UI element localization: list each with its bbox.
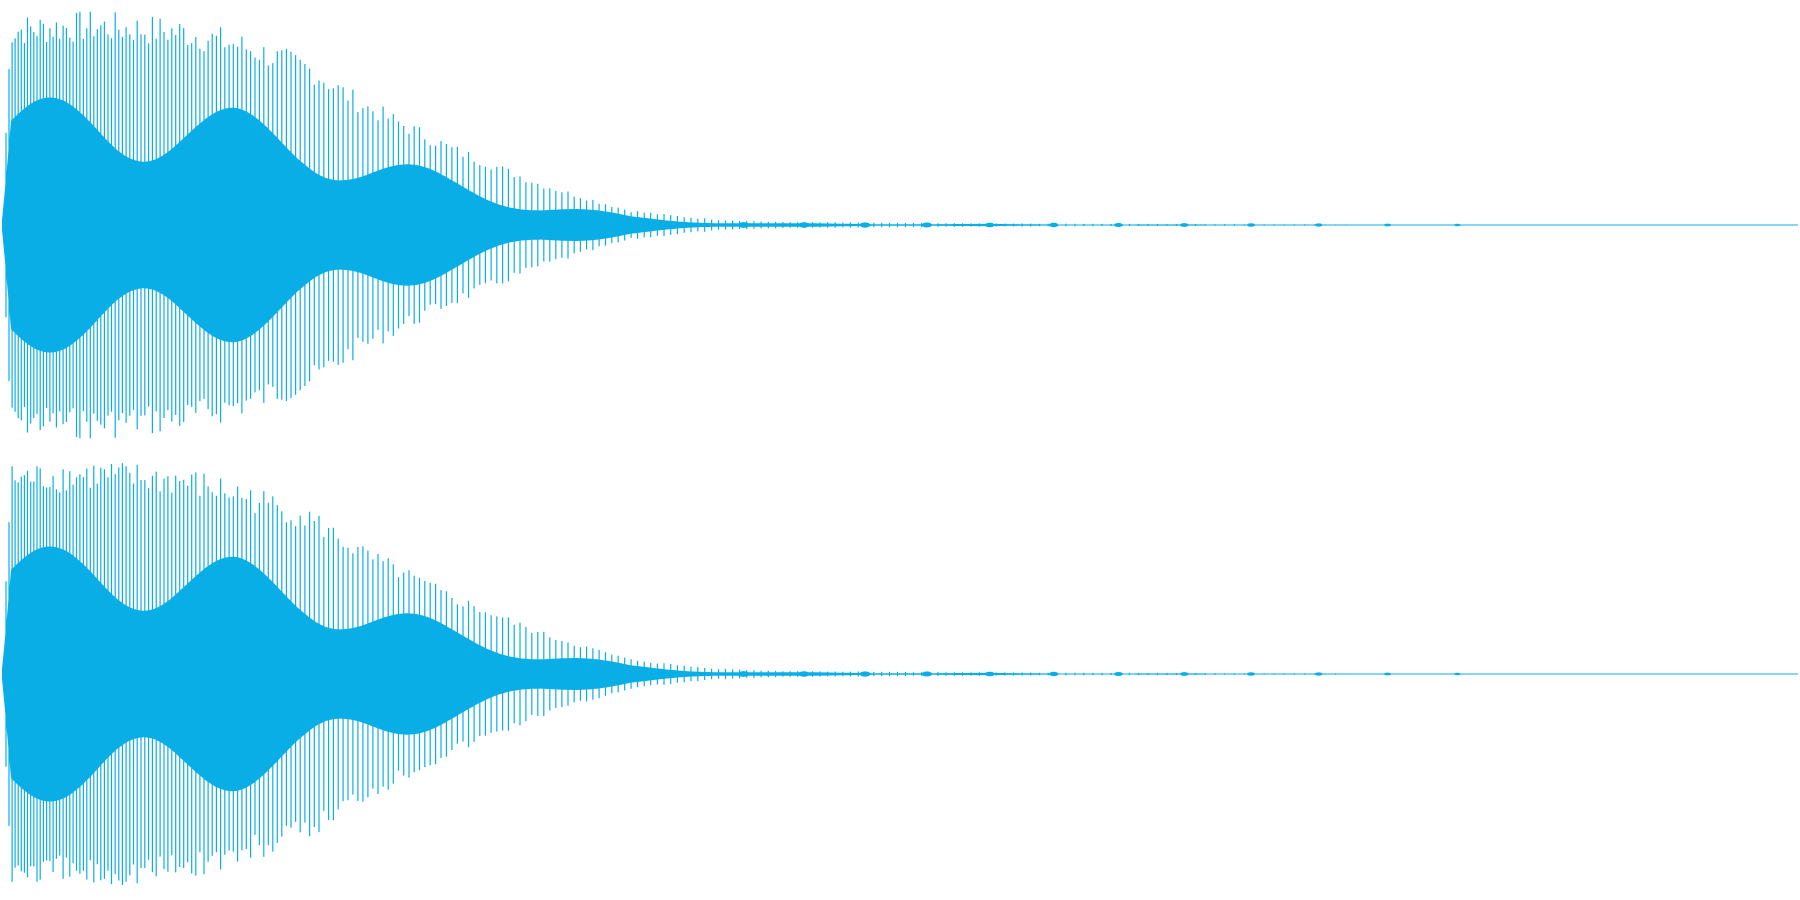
waveform-body <box>2 546 1798 802</box>
waveform-blip <box>678 671 691 677</box>
waveform-blip <box>921 671 933 677</box>
waveform-blip <box>1314 672 1323 676</box>
waveform-blip <box>859 222 871 228</box>
waveform-blip <box>1246 672 1256 676</box>
waveform-body <box>2 97 1798 353</box>
waveform-channel-1 <box>2 11 1798 439</box>
waveform-blip <box>921 222 933 228</box>
waveform-blip <box>1246 223 1256 227</box>
waveform-blip <box>737 222 750 228</box>
waveform-blip <box>1454 672 1461 676</box>
waveform-blip <box>678 222 691 228</box>
waveform-blip <box>1113 672 1124 676</box>
waveform-blip <box>1113 223 1124 227</box>
waveform-blip <box>1180 672 1189 676</box>
waveform-blip <box>798 222 810 228</box>
waveform-blip <box>1383 223 1392 227</box>
waveform-blip <box>1383 672 1392 676</box>
waveform-blip <box>984 671 995 677</box>
waveform-blip <box>859 671 871 677</box>
waveform-blip <box>1454 223 1461 227</box>
waveform-spikes <box>5 463 1347 885</box>
waveform-blip <box>1048 671 1059 677</box>
waveform-channel-2 <box>2 463 1798 885</box>
waveform-blip <box>1314 223 1323 227</box>
waveform-blip <box>1180 223 1189 227</box>
waveform-blip <box>1048 222 1059 228</box>
waveform-blip <box>737 671 750 677</box>
waveform-blip <box>984 222 995 228</box>
waveform-spikes <box>5 11 1347 439</box>
waveform-blip <box>798 671 810 677</box>
